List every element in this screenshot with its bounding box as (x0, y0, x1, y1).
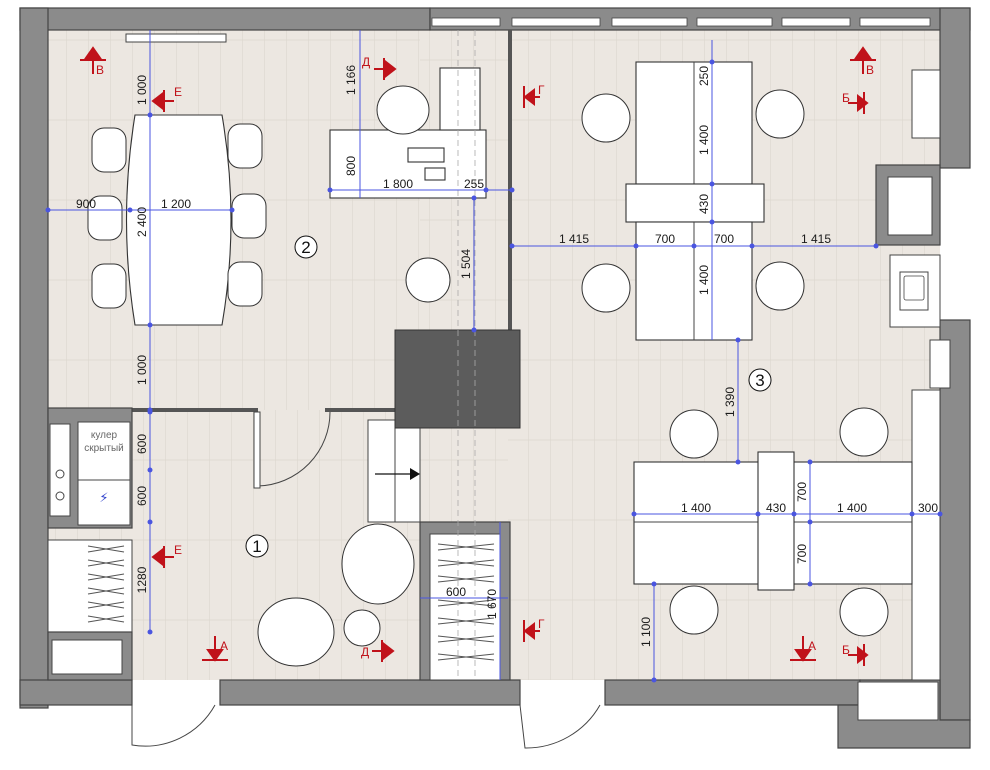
section-mark-a-left: А (202, 636, 228, 662)
cooler-label-1: кулер (91, 430, 118, 441)
dim-1670: 1 670 (485, 589, 499, 619)
svg-text:Г: Г (538, 83, 545, 97)
section-mark-d-bottom: Д (361, 640, 395, 662)
dim-600-c: 600 (446, 585, 466, 599)
room-number-2: 2 (294, 235, 318, 259)
conference-chairs (87, 123, 267, 309)
svg-text:А: А (808, 639, 816, 653)
tv-panel (125, 33, 227, 43)
desk-chair (376, 85, 430, 135)
room-number-1: 1 (245, 534, 269, 558)
svg-text:Г: Г (538, 617, 545, 631)
svg-text:2: 2 (301, 238, 310, 257)
svg-text:Б: Б (842, 643, 850, 657)
doors (131, 411, 601, 749)
dim-700-left: 700 (655, 232, 675, 246)
dim-250: 250 (697, 66, 711, 86)
armchair-2 (257, 597, 335, 667)
bolt-icon: ⚡ (99, 491, 108, 506)
workstation-chairs-top (581, 89, 805, 313)
dim-1390: 1 390 (723, 387, 737, 417)
section-mark-e-top: Е (151, 85, 182, 112)
axis-lines (457, 30, 476, 680)
svg-text:В: В (96, 63, 104, 77)
dim-1100: 1 100 (639, 617, 653, 647)
dim-1200: 1 200 (161, 197, 191, 211)
svg-text:Е: Е (174, 543, 182, 557)
dim-1000-bottom: 1 000 (135, 355, 149, 385)
dim-1400-a: 1 400 (697, 125, 711, 155)
dim-800: 800 (344, 156, 358, 176)
dim-1504: 1 504 (459, 249, 473, 279)
dim-1280: 1280 (135, 566, 149, 593)
svg-text:3: 3 (755, 371, 764, 390)
dim-430-a: 430 (697, 194, 711, 214)
cooler-label-2: скрытый (84, 443, 123, 454)
dim-1400-d: 1 400 (837, 501, 867, 515)
section-mark-g-bottom: Г (523, 617, 545, 642)
dim-700-d: 700 (795, 544, 809, 564)
workstation-top (625, 61, 765, 341)
door-arrow-icon (375, 468, 420, 480)
workstation-bottom (633, 451, 913, 591)
section-mark-b-bottom: Б (842, 643, 869, 666)
dim-300: 300 (918, 501, 938, 515)
dim-1800: 1 800 (383, 177, 413, 191)
dim-1400-c: 1 400 (681, 501, 711, 515)
dim-700-right: 700 (714, 232, 734, 246)
dimension-labels: 1 000 2 400 1 000 900 1 200 1 166 800 1 … (76, 65, 938, 647)
manager-desk (329, 67, 487, 199)
svg-text:Д: Д (362, 55, 370, 69)
section-mark-b-top: Б (842, 91, 869, 114)
dim-2400: 2 400 (135, 207, 149, 237)
section-mark-d-top: Д (362, 55, 397, 80)
dim-1000-top: 1 000 (135, 75, 149, 105)
side-table (343, 609, 381, 647)
structural-column (394, 329, 521, 429)
svg-text:А: А (220, 639, 228, 653)
dimension-lines (45, 30, 943, 683)
conference-table (125, 114, 232, 326)
dim-900: 900 (76, 197, 96, 211)
dim-600-a: 600 (135, 434, 149, 454)
section-mark-v-right: В (850, 46, 876, 77)
dim-1166: 1 166 (344, 65, 358, 95)
dim-600-b: 600 (135, 486, 149, 506)
svg-text:Е: Е (174, 85, 182, 99)
dim-430-b: 430 (766, 501, 786, 515)
svg-text:Д: Д (361, 645, 369, 659)
section-mark-a-right: А (790, 636, 816, 662)
partitions (47, 30, 951, 681)
svg-text:1: 1 (252, 537, 261, 556)
section-mark-g-top: Г (523, 83, 545, 108)
dim-700-c: 700 (795, 482, 809, 502)
section-mark-e-bottom: Е (151, 543, 182, 568)
svg-text:В: В (866, 63, 874, 77)
wardrobe-hangers (87, 543, 495, 661)
svg-text:Б: Б (842, 91, 850, 105)
room-number-3: 3 (748, 368, 772, 392)
section-mark-v-left: В (80, 46, 106, 77)
dim-1415-left: 1 415 (559, 232, 589, 246)
windows (431, 17, 931, 27)
dim-255: 255 (464, 177, 484, 191)
dim-1415-right: 1 415 (801, 232, 831, 246)
armchair-1 (341, 523, 415, 605)
guest-chair (405, 257, 451, 303)
dim-1400-b: 1 400 (697, 265, 711, 295)
workstation-chairs-bottom (669, 407, 889, 637)
